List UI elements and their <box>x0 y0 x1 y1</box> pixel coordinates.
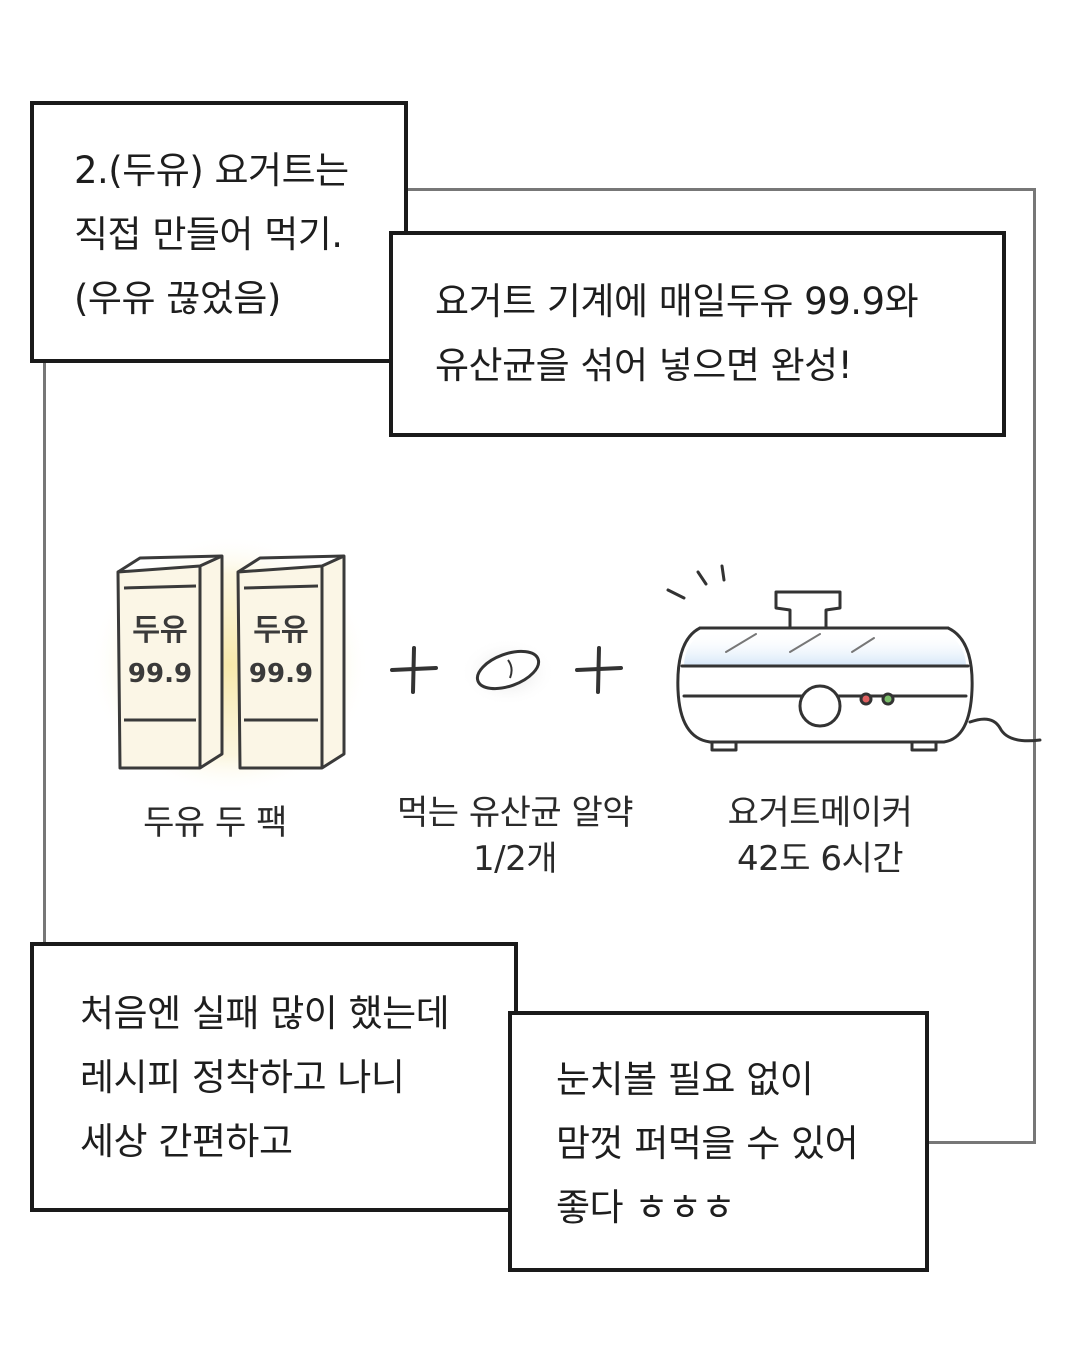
caption-bottom-right-line-1: 눈치볼 필요 없이 <box>556 1058 814 1101</box>
caption-top-right: 요거트 기계에 매일두유 99.9와 유산균을 섞어 넣으면 완성! <box>389 231 1006 437</box>
plus-icon-2 <box>575 646 623 694</box>
plus-icon-1 <box>390 646 438 694</box>
caption-top-left: 2.(두유) 요거트는 직접 만들어 먹기. (우유 끊었음) <box>30 101 408 363</box>
caption-top-right-line-2: 유산균을 섞어 넣으면 완성! <box>435 344 853 387</box>
soymilk-pack-1 <box>116 554 224 770</box>
probiotic-label-line-2: 1/2개 <box>473 839 558 879</box>
caption-top-left-line-2: 직접 만들어 먹기. <box>74 213 343 256</box>
yogurt-maker-icon <box>666 564 1042 752</box>
yogurt-maker-label: 요거트메이커 42도 6시간 <box>690 790 950 882</box>
caption-top-left-line-3: (우유 끊었음) <box>74 277 281 320</box>
soymilk-pack-1-brand: 두유 <box>132 613 187 648</box>
soymilk-pack-2-number: 99.9 <box>249 659 313 689</box>
yogurt-maker-label-line-2: 42도 6시간 <box>736 839 904 879</box>
caption-bottom-right: 눈치볼 필요 없이 맘껏 퍼먹을 수 있어 좋다 ㅎㅎㅎ <box>508 1011 929 1272</box>
probiotic-label: 먹는 유산균 알약 1/2개 <box>370 790 660 882</box>
yogurt-maker-label-line-1: 요거트메이커 <box>727 793 913 833</box>
caption-bottom-left: 처음엔 실패 많이 했는데 레시피 정착하고 나니 세상 간편하고 <box>30 942 518 1212</box>
soymilk-label: 두유 두 팩 <box>110 800 320 846</box>
caption-bottom-left-line-1: 처음엔 실패 많이 했는데 <box>80 992 450 1035</box>
caption-top-right-line-1: 요거트 기계에 매일두유 99.9와 <box>435 280 919 323</box>
caption-top-left-line-1: 2.(두유) 요거트는 <box>74 149 349 192</box>
soymilk-pack-1-number: 99.9 <box>128 659 192 689</box>
soymilk-pack-2 <box>236 554 346 770</box>
caption-bottom-right-line-3: 좋다 ㅎㅎㅎ <box>556 1186 735 1229</box>
probiotic-label-line-1: 먹는 유산균 알약 <box>396 793 634 833</box>
soymilk-packs-icon: 두유 99.9 두유 99.9 <box>90 535 370 795</box>
caption-bottom-right-line-2: 맘껏 퍼먹을 수 있어 <box>556 1122 859 1165</box>
soymilk-pack-2-brand: 두유 <box>253 613 308 648</box>
soymilk-label-line: 두유 두 팩 <box>143 803 287 843</box>
pill-icon <box>460 638 556 706</box>
caption-bottom-left-line-2: 레시피 정착하고 나니 <box>80 1056 405 1099</box>
caption-bottom-left-line-3: 세상 간편하고 <box>80 1120 293 1163</box>
